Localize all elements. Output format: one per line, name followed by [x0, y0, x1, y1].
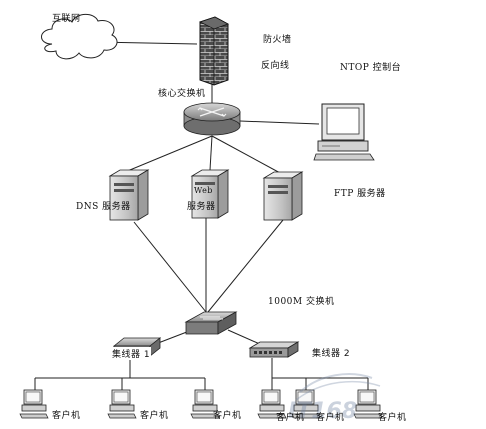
firewall-icon — [198, 16, 229, 86]
web-server-icon — [190, 169, 230, 219]
link-ftp-switch — [207, 219, 284, 313]
client-label: 客户机 — [140, 411, 169, 421]
ntop-console-computer-icon — [313, 103, 375, 161]
link-dns-switch — [133, 221, 207, 313]
ftp-server-label: FTP 服务器 — [334, 189, 386, 199]
link-core-dns — [124, 135, 213, 173]
link-switch-hub2 — [227, 329, 263, 346]
link-core-ntop — [239, 120, 320, 125]
ftp-server-icon — [262, 171, 304, 221]
web-server-label-line2: 服务器 — [187, 202, 216, 212]
link-core-web — [209, 135, 213, 171]
client-label: 客户机 — [276, 413, 305, 423]
client-computer-icon — [107, 389, 137, 419]
hub-1-label: 集线器 1 — [111, 347, 152, 360]
ntop-console-label: NTOP 控制台 — [340, 63, 402, 73]
gigabit-switch-icon — [184, 311, 238, 335]
client-label: 客户机 — [213, 411, 242, 421]
hub-2-label: 集线器 2 — [312, 349, 351, 359]
client-label: 客户机 — [378, 413, 407, 423]
internet-cloud-icon — [41, 13, 118, 60]
dns-server-label: DNS 服务器 — [76, 202, 131, 212]
web-server-label-line1: Web — [194, 186, 213, 195]
client-label: 客户机 — [316, 413, 345, 423]
core-switch-icon — [183, 102, 241, 136]
client-computer-icon — [19, 389, 49, 419]
it168-watermark: IT168 — [288, 373, 381, 424]
watermark-text: IT168 — [288, 399, 357, 424]
link-core-ftp — [211, 135, 283, 175]
firewall-label: 防火墙 — [263, 35, 292, 45]
gigabit-switch-label: 1000M 交换机 — [268, 297, 335, 307]
mirror-line-label: 反向线 — [261, 61, 290, 71]
dns-server-icon — [108, 169, 150, 221]
internet-label: 互联网 — [52, 14, 81, 24]
hub-2-icon — [248, 341, 300, 358]
client-label: 客户机 — [52, 411, 81, 421]
core-switch-label: 核心交换机 — [158, 89, 206, 99]
